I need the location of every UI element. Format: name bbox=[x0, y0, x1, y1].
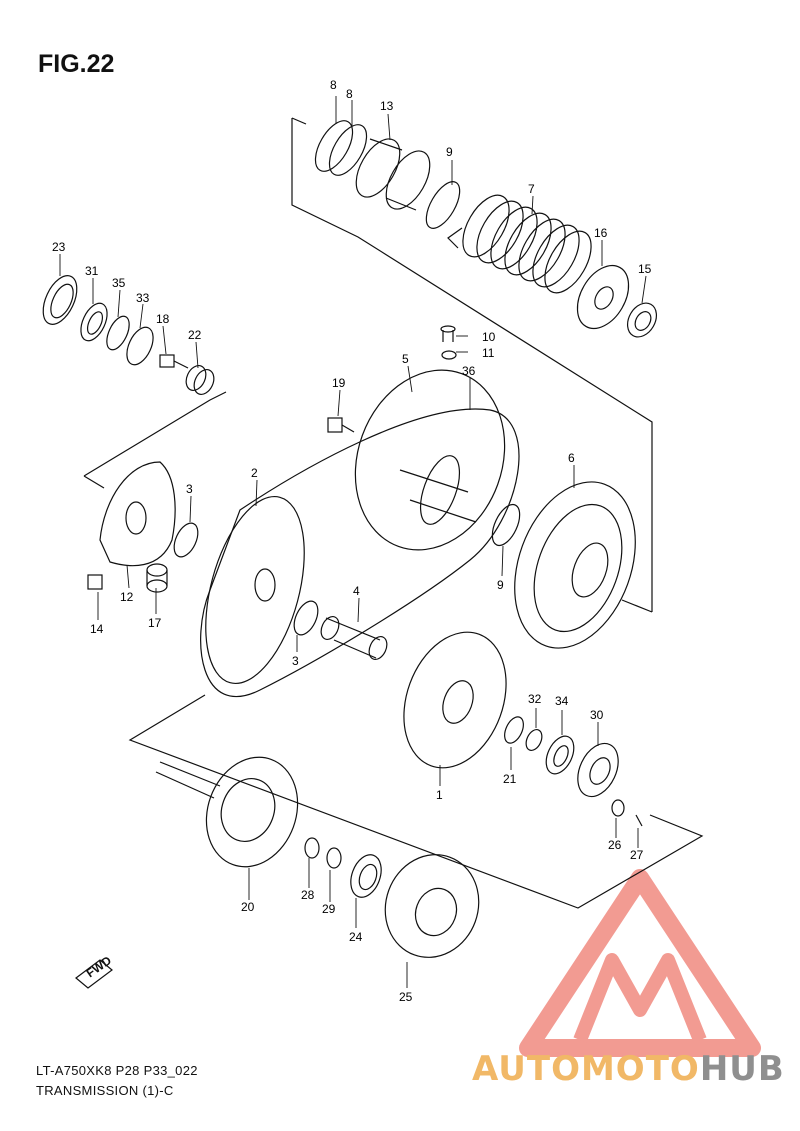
callout-label: 29 bbox=[322, 902, 336, 916]
screw-27 bbox=[635, 814, 643, 827]
callout-label: 7 bbox=[528, 182, 535, 196]
callout-label: 20 bbox=[241, 900, 255, 914]
callout-label: 21 bbox=[503, 772, 517, 786]
callout-label: 12 bbox=[120, 590, 134, 604]
watermark-text-part1: AUTOMOTO bbox=[472, 1049, 700, 1089]
bearing-30 bbox=[577, 742, 619, 798]
callout-label: 35 bbox=[112, 276, 126, 290]
driven-face-5 bbox=[354, 369, 506, 551]
driven-pulley-6 bbox=[514, 481, 636, 649]
seal-34 bbox=[545, 735, 575, 775]
callout-label: 10 bbox=[482, 330, 496, 344]
spring-seat-16 bbox=[576, 264, 630, 330]
ring-3-upper bbox=[173, 522, 199, 558]
callout-label: 32 bbox=[528, 692, 542, 706]
callout-label: 8 bbox=[346, 87, 353, 101]
callout-label: 3 bbox=[292, 654, 299, 668]
clutch-shoe-25 bbox=[384, 854, 480, 958]
callout-label: 33 bbox=[136, 291, 150, 305]
cam-plate-12 bbox=[99, 461, 176, 567]
callout-label: 27 bbox=[630, 848, 644, 862]
callout-label: 18 bbox=[156, 312, 170, 326]
callout-label: 34 bbox=[555, 694, 569, 708]
fwd-direction-badge: FWD bbox=[75, 953, 114, 989]
bushing-21 bbox=[504, 716, 524, 744]
nut-15 bbox=[626, 302, 658, 338]
slide-piece-14 bbox=[87, 574, 103, 590]
callout-label: 28 bbox=[301, 888, 315, 902]
bearing-24 bbox=[350, 854, 382, 898]
ring-9-upper bbox=[425, 181, 461, 229]
spring-7 bbox=[447, 194, 592, 294]
drawing-code: LT-A750XK8 P28 P33_022 bbox=[36, 1063, 198, 1078]
pin-10 bbox=[440, 325, 456, 342]
callout-label: 4 bbox=[353, 584, 360, 598]
callout-label: 23 bbox=[52, 240, 66, 254]
guide-collar-13 bbox=[355, 138, 431, 211]
drive-belt-36 bbox=[200, 408, 520, 698]
callout-label: 14 bbox=[90, 622, 104, 636]
watermark-logo bbox=[519, 869, 761, 1057]
ring-32 bbox=[525, 729, 543, 751]
callout-label: 22 bbox=[188, 328, 202, 342]
leader-lines bbox=[59, 96, 647, 988]
callout-label: 25 bbox=[399, 990, 413, 1004]
callout-label: 9 bbox=[446, 145, 453, 159]
nut-28 bbox=[304, 837, 320, 859]
callout-label: 2 bbox=[251, 466, 258, 480]
snap-ring-8 bbox=[314, 120, 368, 176]
ring-35 bbox=[106, 315, 130, 351]
callout-label: 36 bbox=[462, 364, 476, 378]
seal-31 bbox=[80, 302, 108, 342]
ring-9-lower bbox=[491, 503, 521, 547]
callout-label: 13 bbox=[380, 99, 394, 113]
washer-26 bbox=[611, 799, 625, 817]
washer-11 bbox=[441, 350, 457, 360]
figure-title: FIG.22 bbox=[38, 50, 115, 78]
callout-label: 15 bbox=[638, 262, 652, 276]
callout-label: 8 bbox=[330, 78, 337, 92]
washer-33 bbox=[126, 326, 154, 366]
collar-22 bbox=[185, 365, 215, 395]
callout-label: 24 bbox=[349, 930, 363, 944]
assembly-frame-lower bbox=[128, 694, 704, 909]
callout-label: 16 bbox=[594, 226, 608, 240]
callout-label: 19 bbox=[332, 376, 346, 390]
callout-label: 5 bbox=[402, 352, 409, 366]
assembly-frame-upper bbox=[291, 117, 653, 613]
bolt-19 bbox=[327, 417, 355, 433]
callout-label: 1 bbox=[436, 788, 443, 802]
callout-label: 3 bbox=[186, 482, 193, 496]
callout-label: 9 bbox=[497, 578, 504, 592]
callout-label: 11 bbox=[482, 346, 495, 360]
callout-label: 30 bbox=[590, 708, 604, 722]
drive-face-2 bbox=[205, 495, 305, 685]
bearing-23 bbox=[42, 275, 78, 325]
watermark-text: AUTOMOTOHUB bbox=[472, 1049, 785, 1089]
watermark-text-part2: HUB bbox=[699, 1049, 785, 1089]
sleeve-4 bbox=[320, 616, 388, 660]
movable-drive-face-1 bbox=[403, 631, 507, 769]
section-title: TRANSMISSION (1)-C bbox=[36, 1083, 174, 1098]
callout-label: 26 bbox=[608, 838, 622, 852]
callout-label: 6 bbox=[568, 451, 575, 465]
roller-17 bbox=[146, 563, 168, 593]
ring-3-lower bbox=[293, 600, 319, 636]
clutch-housing-20 bbox=[155, 756, 299, 868]
bolt-18 bbox=[159, 354, 189, 369]
washer-29 bbox=[326, 847, 342, 869]
callout-label: 31 bbox=[85, 264, 99, 278]
assembly-frame-left bbox=[83, 391, 227, 489]
callout-label: 17 bbox=[148, 616, 162, 630]
